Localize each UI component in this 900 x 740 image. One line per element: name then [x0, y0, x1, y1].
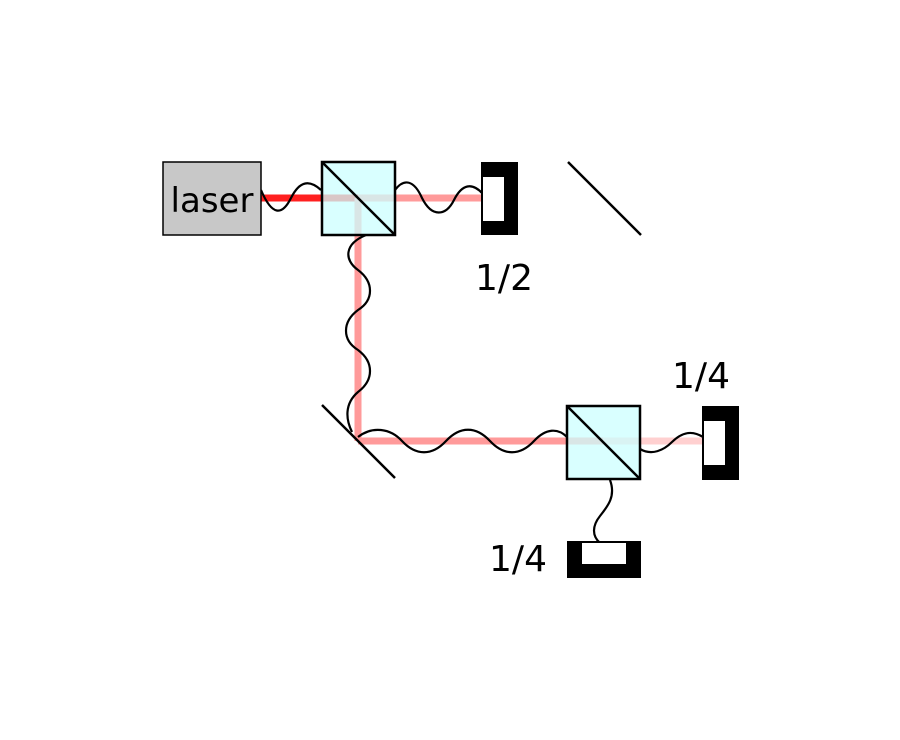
wave-packets	[259, 181, 704, 544]
detector-right-label: 1/4	[672, 356, 730, 397]
detector-top-window	[483, 177, 504, 221]
detector-bottom	[567, 541, 641, 578]
mirror-top-right	[567, 161, 642, 236]
laser-source	[162, 161, 262, 236]
wave-splitter2-detector-right	[639, 431, 704, 454]
detector-right-window	[704, 421, 725, 465]
beam-splitter-2	[565, 404, 642, 481]
wave-mirror-splitter2	[357, 428, 568, 454]
detector-bottom-window	[582, 543, 626, 564]
wave-splitter2-detector-bottom	[592, 479, 614, 544]
mirror-bottom-left	[321, 404, 396, 479]
detector-top	[481, 162, 518, 235]
wave-splitter1-mirror	[344, 233, 372, 433]
beam-splitter-1	[320, 160, 397, 237]
detector-right	[702, 406, 739, 480]
detector-top-label: 1/2	[475, 258, 533, 299]
wave-splitter1-detector-top	[394, 181, 484, 214]
beam-splitter-2-diagonal	[566, 405, 641, 480]
laser-label: laser	[171, 181, 254, 221]
beam-splitter-1-diagonal	[321, 161, 396, 236]
detector-bottom-label: 1/4	[489, 539, 547, 580]
wave-laser-splitter1	[259, 182, 322, 212]
